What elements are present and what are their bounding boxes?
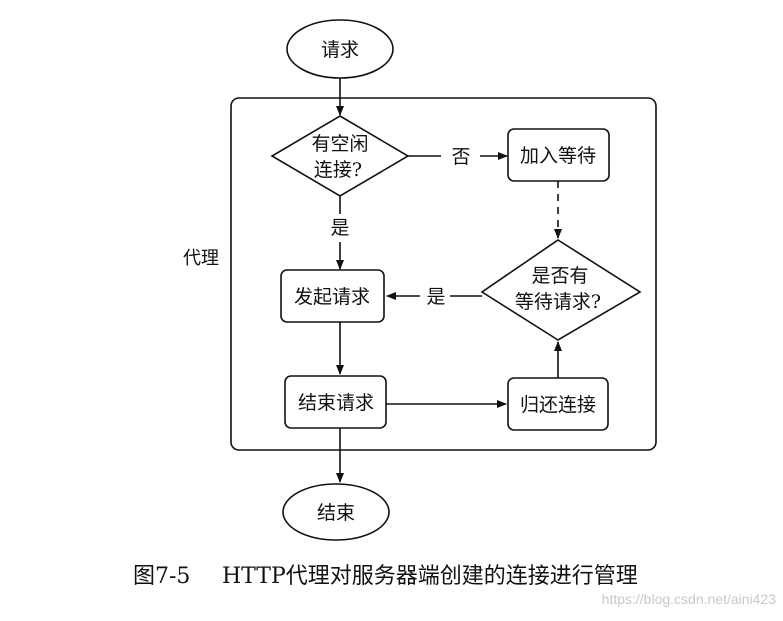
finish-request-label: 结束请求	[298, 392, 374, 414]
start-label: 请求	[321, 39, 359, 61]
caption-title: HTTP代理对服务器端创建的连接进行管理	[222, 564, 638, 589]
decision-waiting-line1: 是否有	[531, 265, 588, 287]
decision-waiting-requests	[480, 239, 642, 341]
send-request-box	[280, 269, 385, 323]
send-request-label: 发起请求	[294, 286, 370, 308]
decision-idle-connection	[270, 115, 410, 197]
watermark: https://blog.csdn.net/aini423	[602, 591, 777, 607]
proxy-label: 代理	[183, 248, 219, 269]
join-wait-label: 加入等待	[520, 145, 596, 167]
caption-figure-number: 图7-5	[133, 564, 190, 589]
edge-no-label: 否	[451, 146, 470, 168]
proxy-frame	[230, 97, 657, 451]
decision-idle-line2: 连接?	[314, 159, 362, 181]
return-connection-label: 归还连接	[520, 394, 596, 416]
edge-yes-down-label: 是	[330, 217, 349, 239]
decision-waiting-line2: 等待请求?	[515, 291, 601, 313]
end-node	[282, 483, 390, 541]
decision-idle-line1: 有空闲	[311, 133, 368, 155]
edge-yes-left-label: 是	[426, 286, 445, 308]
finish-request-box	[284, 375, 387, 429]
end-label: 结束	[317, 502, 355, 524]
